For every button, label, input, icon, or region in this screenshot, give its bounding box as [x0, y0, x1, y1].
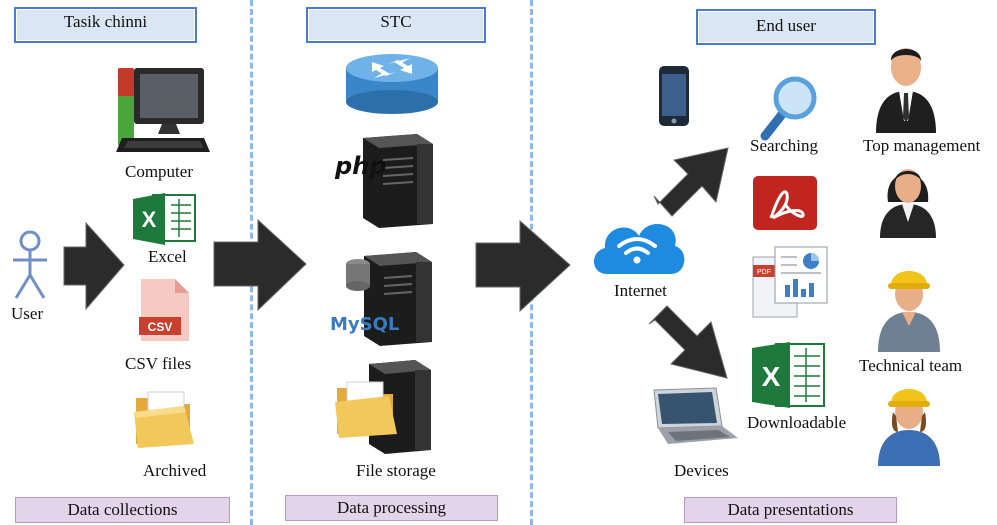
businesswoman-avatar-icon	[880, 169, 936, 238]
header-end-user: End user	[696, 9, 876, 45]
excel-download-icon-letter: X	[762, 361, 781, 392]
archived-label: Archived	[143, 461, 207, 480]
computer-icon	[116, 68, 210, 152]
excel-download-icon: X	[752, 342, 825, 408]
footer-data-presentations: Data presentations	[684, 497, 897, 523]
engineer-avatar-icon	[878, 271, 940, 352]
businessman-avatar-icon	[876, 48, 936, 133]
archive-folder-icon	[134, 391, 194, 448]
footer-data-presentations-text: Data presentations	[727, 500, 854, 519]
header-tasik-chinni-text: Tasik chinni	[63, 12, 148, 31]
computer-label: Computer	[125, 162, 193, 181]
excel-icon: X	[133, 193, 196, 245]
footer-data-collections-text: Data collections	[67, 500, 178, 519]
mysql-server-icon: MySQL	[330, 252, 432, 346]
csv-file-icon: CSV	[139, 279, 189, 341]
php-server-icon: php	[334, 134, 433, 228]
php-logo-text: php	[334, 152, 386, 180]
arrow-internet-to-outputs-up	[653, 147, 729, 217]
arrow-processing-to-internet	[475, 219, 571, 313]
header-end-user-text: End user	[756, 16, 816, 35]
mysql-logo-text: MySQL	[330, 314, 399, 335]
laptop-icon	[653, 387, 738, 444]
csv-files-label: CSV files	[125, 354, 192, 373]
downloadable-label: Downloadable	[747, 413, 847, 432]
internet-label: Internet	[614, 281, 667, 300]
pdf-icon	[753, 176, 817, 230]
user-label: User	[11, 304, 44, 323]
file-storage-icon	[335, 360, 431, 454]
excel-icon-letter: X	[142, 207, 157, 232]
header-stc: STC	[306, 7, 486, 43]
arrow-internet-to-outputs-down	[648, 305, 728, 379]
router-icon	[346, 54, 438, 114]
arrow-user-to-sources	[63, 221, 125, 311]
search-icon	[760, 76, 817, 141]
top-management-label: Top management	[863, 136, 981, 155]
phone-icon	[659, 66, 689, 126]
female-engineer-avatar-icon	[878, 389, 940, 466]
header-tasik-chinni: Tasik chinni	[14, 7, 197, 43]
header-stc-text: STC	[380, 12, 412, 31]
report-pdf-text: PDF	[757, 269, 771, 276]
report-document-icon: PDF	[752, 246, 828, 318]
footer-data-processing: Data processing	[285, 495, 498, 521]
csv-icon-text: CSV	[148, 320, 173, 334]
devices-label: Devices	[674, 461, 729, 480]
searching-label: Searching	[750, 136, 818, 155]
cloud-internet-icon	[593, 223, 685, 274]
excel-label: Excel	[148, 247, 187, 266]
footer-data-processing-text: Data processing	[336, 498, 447, 517]
user-stick-figure-icon	[13, 230, 47, 299]
footer-data-collections: Data collections	[15, 497, 230, 523]
file-storage-label: File storage	[356, 461, 436, 480]
arrow-collection-to-processing	[213, 218, 307, 312]
technical-team-label: Technical team	[859, 356, 963, 375]
